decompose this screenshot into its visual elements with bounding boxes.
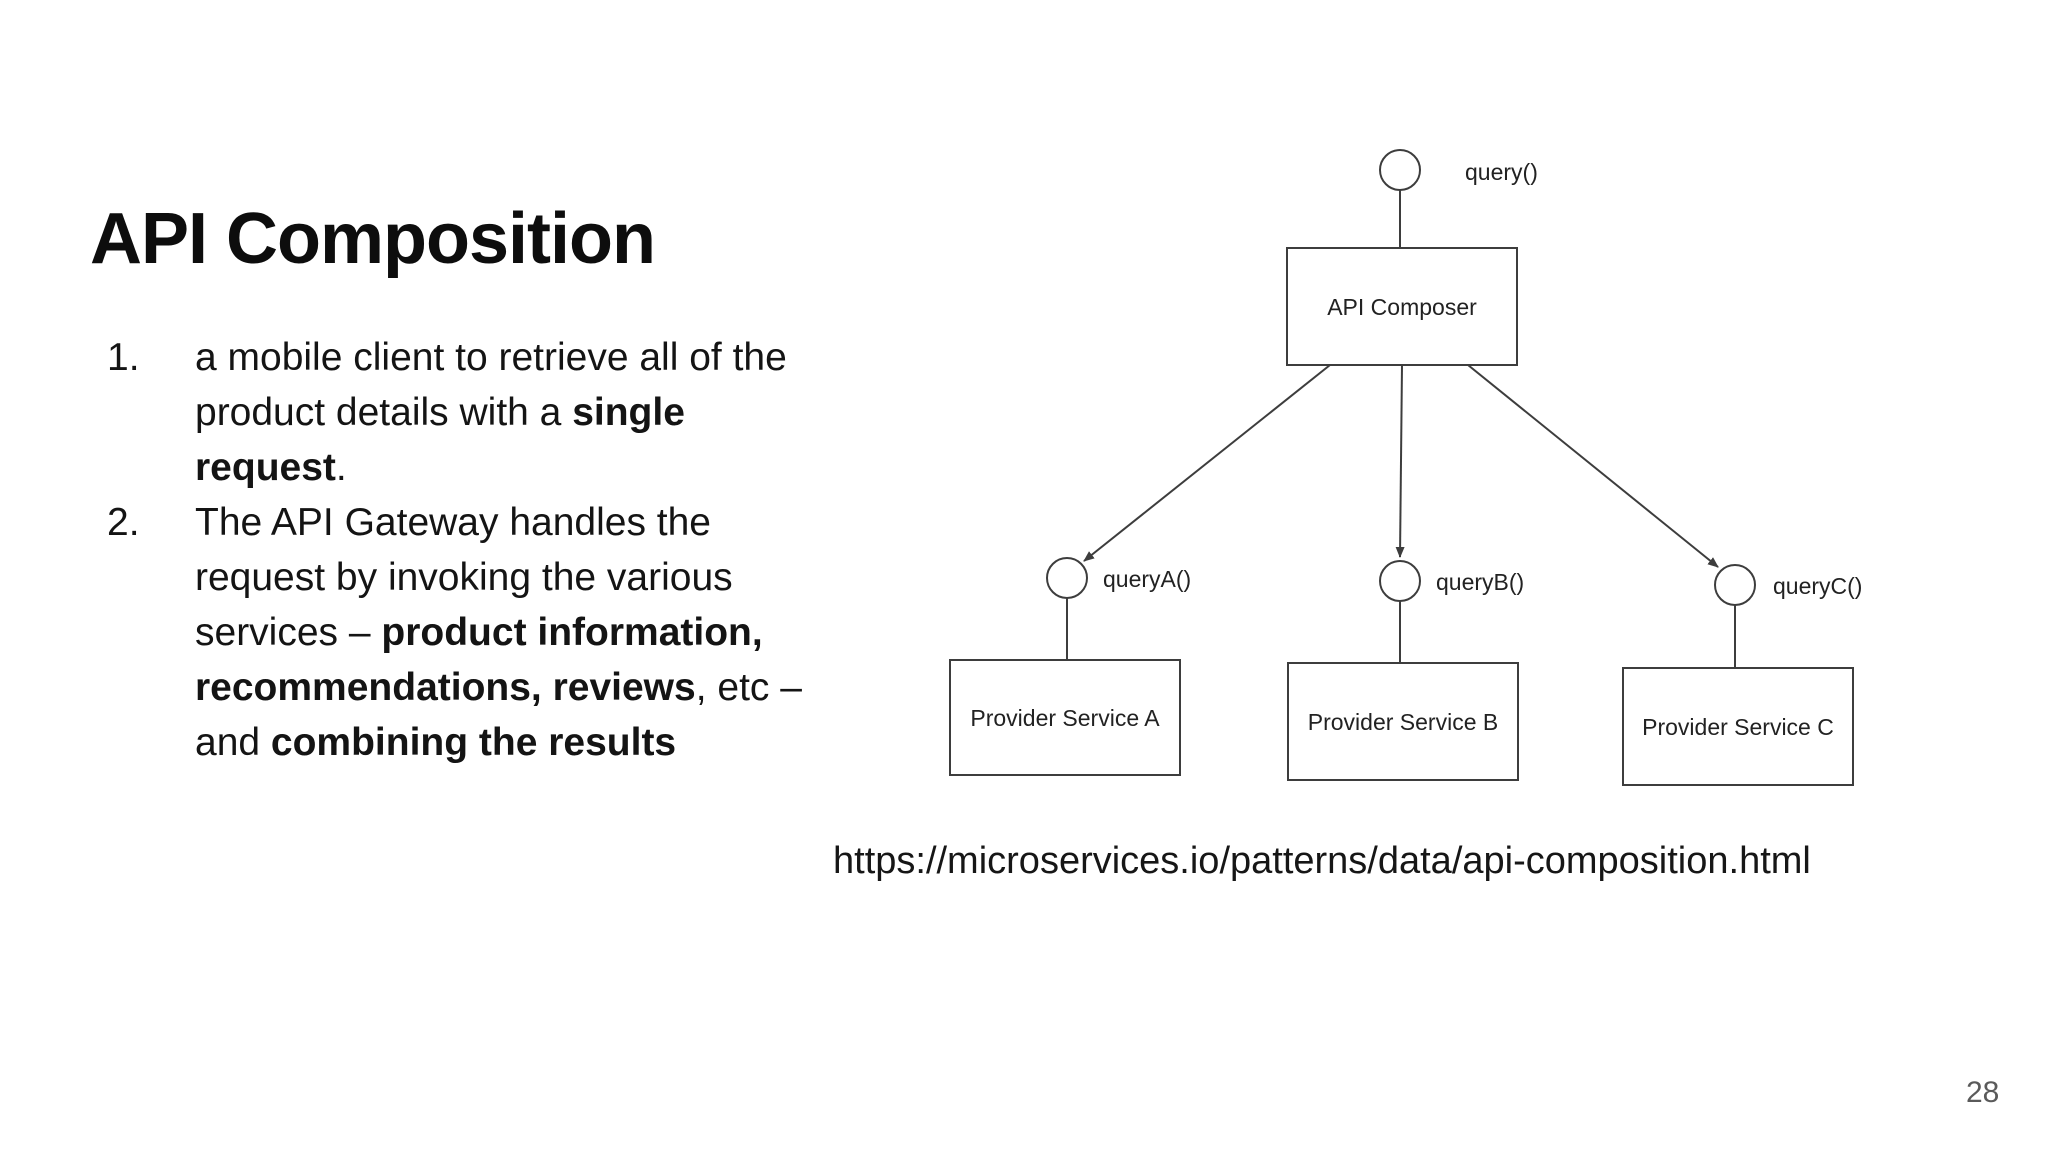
arrow-composer-to-queryB [1395, 364, 1405, 558]
queryC-interface-label: queryC() [1773, 573, 1862, 599]
list-line: product details with a single [195, 385, 787, 440]
query-interface-circle [1379, 149, 1421, 191]
list-line: request by invoking the various [195, 550, 802, 605]
provider-service-b-label: Provider Service B [1308, 709, 1498, 735]
page-title: API Composition [90, 199, 656, 279]
page-number: 28 [1966, 1076, 2000, 1109]
queryC-interface-node: queryC() [1714, 564, 1862, 668]
provider-service-c-box [1622, 667, 1854, 786]
text-segment: , etc – [695, 666, 802, 709]
queryB-interface-label: queryB() [1436, 569, 1524, 595]
bold-text-segment: recommendations, reviews [195, 666, 696, 709]
queryC-interface-circle [1714, 564, 1756, 606]
provider-service-a-node: Provider Service A [949, 659, 1181, 776]
text-segment: a mobile client to retrieve all of the [195, 336, 787, 379]
list-item-number: 1. [107, 336, 140, 379]
bold-text-segment: single [572, 391, 685, 434]
provider-service-c-label: Provider Service C [1642, 714, 1834, 740]
list-line: request. [195, 440, 787, 495]
list-item-1: 1. a mobile client to retrieve all of the… [107, 330, 787, 495]
query-interface-node: query() [1379, 149, 1538, 248]
list-line: The API Gateway handles the [195, 495, 802, 550]
arrow-composer-to-queryC [1467, 364, 1719, 568]
api-composition-diagram: query() API Composer queryA() queryB() q… [949, 149, 1862, 786]
list-item-text: The API Gateway handles the request by in… [195, 495, 802, 770]
list-line: a mobile client to retrieve all of the [195, 330, 787, 385]
list-item-number: 2. [107, 501, 140, 544]
text-segment: and [195, 721, 271, 764]
bold-text-segment: product information, [381, 611, 763, 654]
queryB-interface-node: queryB() [1379, 560, 1524, 663]
list-item-text: a mobile client to retrieve all of the pr… [195, 330, 787, 495]
list-line: and combining the results [195, 715, 802, 770]
query-interface-label: query() [1465, 159, 1538, 185]
bold-text-segment: combining the results [270, 721, 677, 764]
source-url: https://microservices.io/patterns/data/a… [833, 840, 1811, 882]
api-composer-node: API Composer [1286, 247, 1518, 366]
text-segment: The API Gateway handles the [195, 501, 711, 544]
provider-service-b-node: Provider Service B [1287, 662, 1519, 781]
queryB-interface-circle [1379, 560, 1421, 602]
list-item-2: 2. The API Gateway handles the request by … [107, 495, 802, 770]
api-composer-label: API Composer [1327, 294, 1477, 320]
queryA-interface-node: queryA() [1046, 557, 1191, 660]
text-segment: product details with a [195, 391, 573, 434]
text-segment: . [335, 446, 347, 489]
queryA-interface-label: queryA() [1103, 566, 1191, 592]
provider-service-a-box [949, 659, 1181, 776]
provider-service-a-label: Provider Service A [970, 705, 1160, 731]
provider-service-c-node: Provider Service C [1622, 667, 1854, 786]
text-segment: request by invoking the various [195, 556, 733, 599]
provider-service-b-box [1287, 662, 1519, 781]
arrow-composer-to-queryA [1083, 364, 1331, 562]
list-line: recommendations, reviews, etc – [195, 660, 802, 715]
bullet-list: 1. a mobile client to retrieve all of the… [107, 330, 802, 770]
text-segment: services – [195, 611, 382, 654]
list-line: services – product information, [195, 605, 802, 660]
queryA-interface-circle [1046, 557, 1088, 599]
bold-text-segment: request [195, 446, 336, 489]
